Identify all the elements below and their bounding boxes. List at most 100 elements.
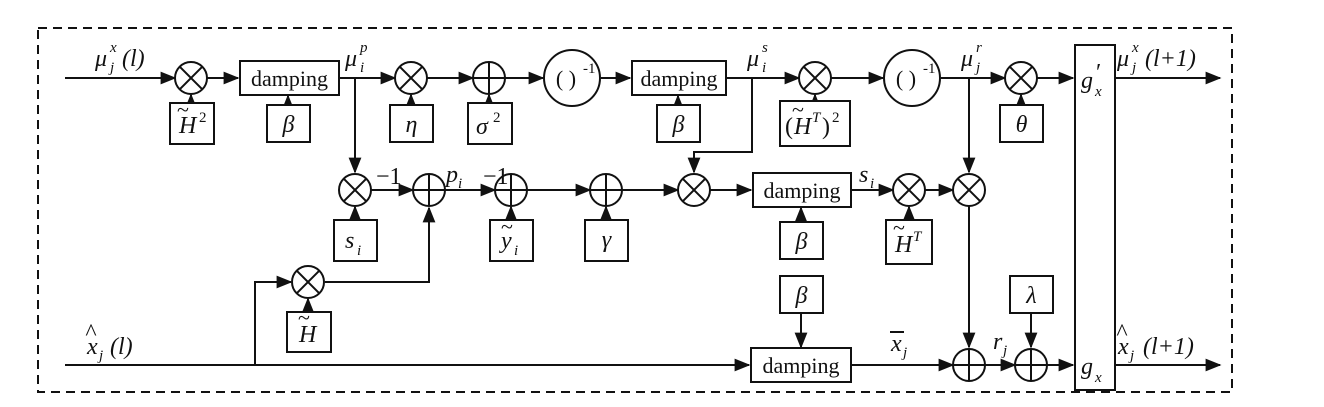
signal-x-bar: x j [890,331,907,361]
signal-x-hat-in: x ^ j (l) [85,320,132,364]
svg-text:μ: μ [1116,46,1129,72]
svg-text:β: β [795,283,808,309]
signal-s-out: s i [859,162,874,192]
svg-text:): ) [822,114,830,140]
svg-text:s: s [859,162,868,188]
svg-text:θ: θ [1016,112,1028,138]
svg-text:i: i [870,176,874,192]
param-box-lambda: λ [1009,275,1054,314]
signal-minus-one-1: −1 [376,164,402,190]
adder-bottom-lambda [1014,348,1048,382]
svg-text:~: ~ [792,97,804,122]
multiplier-top-1 [174,61,208,95]
inverse-block-1: ( ) -1 [543,49,601,107]
multiplier-mid-2 [677,173,711,207]
svg-text:′: ′ [1096,60,1101,86]
multiplier-top-4 [1004,61,1038,95]
svg-text:r: r [993,329,1003,355]
svg-text:β: β [282,112,295,138]
svg-text:μ: μ [960,46,973,72]
svg-text:β: β [672,112,685,138]
svg-text:j: j [1128,348,1134,364]
adder-bottom-1 [952,348,986,382]
param-box-gamma: γ [584,219,629,262]
svg-text:j: j [1130,60,1136,76]
svg-text:x: x [890,331,902,357]
adder-top-sigma [472,61,506,95]
svg-text:2: 2 [493,110,501,126]
svg-text:x: x [1094,370,1102,386]
multiplier-mid-1 [338,173,372,207]
svg-text:damping: damping [251,66,328,91]
svg-text:i: i [360,60,364,76]
damping-block-top-right: damping [631,60,727,96]
svg-text:x: x [1131,40,1139,56]
param-box-beta-2: β [656,104,701,143]
svg-text:−1: −1 [376,164,402,190]
svg-text:j: j [974,60,980,76]
param-box-H-squared: H ~ 2 [169,97,215,145]
svg-text:g: g [1081,354,1093,380]
svg-text:~: ~ [893,215,905,240]
signal-x-hat-out: x ^ j (l+1) [1116,320,1193,364]
svg-text:damping: damping [764,178,841,203]
middle-row-wires [348,78,976,197]
svg-text:H: H [298,322,318,348]
param-box-beta-3: β [779,221,824,260]
param-box-beta-1: β [266,104,311,143]
param-box-s: s i [333,219,378,262]
svg-text:^: ^ [1116,320,1127,346]
multiplier-mid-3 [892,173,926,207]
signal-p: p i [444,162,462,192]
svg-text:x: x [1094,84,1102,100]
svg-text:p: p [359,40,368,56]
adder-mid-p [412,173,446,207]
svg-text:-1: -1 [583,61,596,77]
svg-text:( ): ( ) [896,66,916,91]
svg-text:λ: λ [1025,283,1036,309]
svg-text:H: H [793,114,813,140]
svg-text:(: ( [785,114,793,140]
svg-text:r: r [976,40,982,56]
svg-text:β: β [795,229,808,255]
multiplier-top-3 [798,61,832,95]
signal-mu-p: μ p i [344,40,368,76]
signal-mu-x-out: μ x j (l+1) [1116,40,1196,76]
svg-text:x: x [86,334,98,360]
svg-text:x: x [109,40,117,56]
svg-text:(l+1): (l+1) [1143,334,1194,360]
svg-text:μ: μ [746,46,759,72]
svg-text:y: y [499,228,512,254]
svg-text:(l): (l) [110,334,133,360]
damping-block-middle: damping [752,172,852,208]
signal-mu-r: μ r j [960,40,982,76]
svg-text:μ: μ [344,46,357,72]
svg-text:p: p [444,162,458,188]
svg-text:i: i [458,176,462,192]
svg-text:(l): (l) [122,46,145,72]
svg-text:H: H [178,113,198,139]
svg-text:-1: -1 [923,61,936,77]
svg-text:g: g [1081,68,1093,94]
adder-mid-gamma [589,173,623,207]
svg-text:T: T [913,229,923,245]
dashed-frame [37,27,1233,393]
svg-text:2: 2 [199,110,207,126]
svg-text:γ: γ [602,227,612,253]
svg-text:σ: σ [476,114,489,140]
svg-text:η: η [406,112,418,138]
svg-text:s: s [762,40,768,56]
svg-text:j: j [1001,343,1007,359]
svg-text:~: ~ [298,305,310,330]
inverse-block-2: ( ) -1 [883,49,941,107]
adder-mid-y [494,173,528,207]
damping-block-top-left: damping [239,60,340,96]
svg-text:T: T [812,110,822,126]
svg-text:j: j [901,345,907,361]
bottom-row-wires [65,206,1222,372]
multiplier-top-2 [394,61,428,95]
param-box-y-tilde: y ~ i [489,214,534,262]
svg-text:~: ~ [501,214,513,239]
param-box-HT-squared: ( H ~ T ) 2 [779,97,851,147]
